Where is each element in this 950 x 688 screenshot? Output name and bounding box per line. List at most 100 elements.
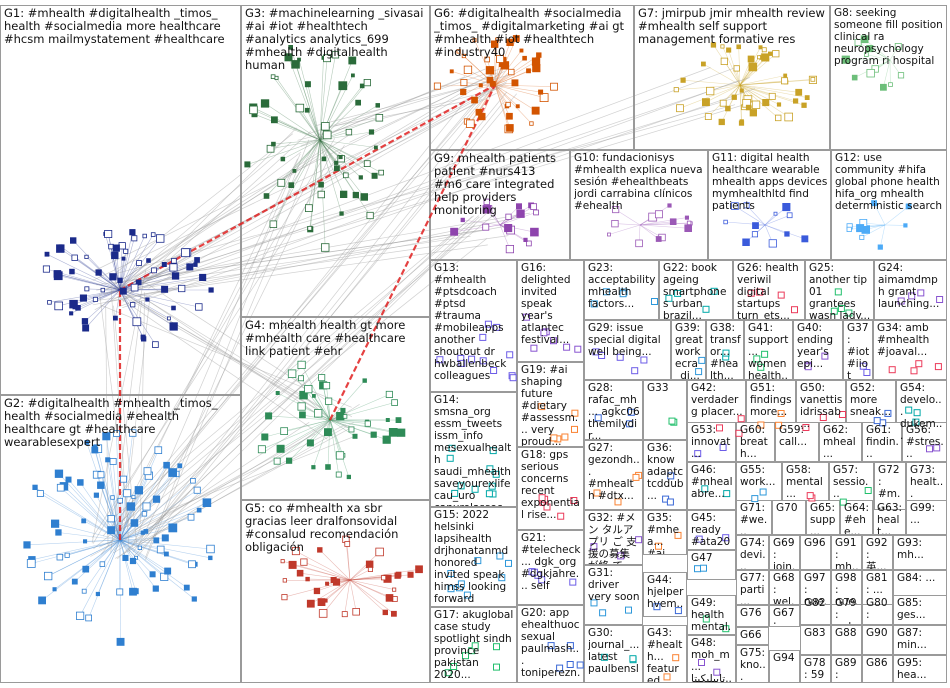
group-g88: G88 [831,625,862,655]
group-label: G75: kno... [740,647,766,683]
group-label: G81: ... [866,572,890,596]
group-g77: G77: parti... [736,570,769,605]
group-label: G77: parti... [740,572,766,605]
group-g13: G13: #mhealth #ptsdcoach #ptsd #trauma #… [430,260,517,392]
group-g86: G86 [862,655,893,683]
group-g46: G46: #mheal abre... [687,462,736,510]
group-g29: G29: issue special digital well being... [584,320,671,380]
group-g26: G26: health veriwil digital startups tur… [733,260,805,320]
group-label: G74: devi... [740,537,766,570]
group-g78: G78: 59 7... [800,655,831,683]
group-label: G28: rafac_mh... agkc06 themilydir... [588,382,640,440]
group-g39: G39: great work ecra_di... [671,320,706,380]
group-g96: G96 [800,535,831,570]
group-g80: G80: peo... [862,595,893,625]
group-label: G49: health mental... [691,597,733,635]
group-label: G1: #mhealth #digitalhealth _timos_ heal… [4,7,238,46]
group-label: G70 [776,502,803,514]
group-g36: G36: know adaptc tcddub... [643,440,687,510]
group-label: G57: sessio... [833,464,871,500]
group-g14: G14: smsna_org essm_tweets issm_info mes… [430,392,517,507]
group-g66: G66 [736,627,769,645]
group-label: G39: great work ecra_di... [675,322,703,380]
group-g6: G6: #digitalhealth #socialmedia _timos_ … [430,5,634,150]
group-g10: G10: fundacionisys #mhealth explica nuev… [570,150,708,260]
group-g72: G72: #m... [874,462,906,510]
group-g31: G31: driver very soon [584,565,643,625]
group-label: G31: driver very soon [588,567,640,603]
group-g4: G4: mhealth health gt more #mhealth care… [241,317,430,500]
group-label: G13: #mhealth #ptsdcoach #ptsd #trauma #… [434,262,514,382]
group-label: G27: gezondh... #mhealth #dtx... [588,442,640,502]
group-g40: G40: ending year's epi... [793,320,843,380]
group-g76: G76 [736,605,769,627]
group-g74: G74: devi... [736,535,769,570]
group-g53: G53: innovat... core... [687,422,736,462]
group-label: G10: fundacionisys #mhealth explica nuev… [574,152,705,212]
group-label: G35: #mhea... #ai turn phone... [647,512,684,555]
group-label: G45: ready #ata20... [691,512,733,550]
group-label: G59: call... [779,424,816,448]
group-g89: G89: dis... [831,655,862,683]
group-g34: G34: amb #mhealth #joaval... [873,320,947,380]
group-label: G16: delighted invited speak year's atla… [521,262,581,346]
group-label: G30: journal_... latest paulbensl... [588,627,640,683]
group-label: G78: 59 7... [804,657,828,683]
group-label: G15: 2022 helsinki lapsihealth drjhonata… [434,509,514,605]
group-label: G71: #we... [740,502,769,535]
group-label: G83 [804,627,828,639]
group-g1: G1: #mhealth #digitalhealth _timos_ heal… [0,5,241,395]
group-label: G38: transfor... #health... tum_ets... [710,322,741,380]
group-label: G88 [835,627,859,639]
group-label: G64: #ehe... [844,502,870,535]
group-label: G11: digital health healthcare wearable … [712,152,828,212]
group-label: G97: nue... [804,572,828,605]
group-label: G37: #iot #iiot #health... #digitalt... [847,322,870,380]
group-g62: G62: mheal... [819,422,862,462]
group-label: G73: healt... [910,464,944,500]
group-g49: G49: health mental... [687,595,736,635]
group-label: G14: smsna_org essm_tweets issm_info mes… [434,394,514,507]
group-label: G22: book ageing smartphones urban brazi… [663,262,730,320]
group-g99: G99: ... [906,500,947,535]
group-label: G18: gps serious concerns recent exponen… [521,449,581,521]
group-g11: G11: digital health healthcare wearable … [708,150,831,260]
group-g43: G43: #health... featured latest... [643,625,687,683]
group-g32: G32: #メン タルアプリ ご 支援の募集 が終 て い... [584,510,643,565]
group-g75: G75: kno... [736,645,769,683]
group-g16: G16: delighted invited speak year's atla… [517,260,584,362]
group-label: G69: join... [773,537,797,570]
group-g19: G19: #ai shaping future #dietary #assess… [517,362,584,447]
group-label: G98: nue... [835,572,859,605]
group-g91: G91: mh... [831,535,862,570]
group-label: G92: 英... [866,537,890,570]
group-label: G72: #m... [878,464,903,510]
group-label: G25: another tip 01 grantees wasn lady..… [809,262,871,320]
group-g5: G5: co #mhealth xa sbr gracias leer dral… [241,500,430,683]
group-label: G95: hea... [897,657,944,681]
group-g59: G59: call... [775,422,819,462]
group-label: G21: #telecheck... dgk_org #dgkjahre... … [521,532,581,592]
group-g22: G22: book ageing smartphones urban brazi… [659,260,733,320]
group-label: G60: breath... [740,424,772,460]
group-g48: G48: moh_m... ﺗﺎﺑﺒﻠﯿﻜﯿﺘﺎ... [687,635,736,683]
group-g12: G12: use community #hifa global phone he… [831,150,947,260]
group-label: G47 [691,552,733,564]
group-g47: G47 [687,550,736,580]
group-g93: G93: mh... [893,535,947,570]
group-g27: G27: gezondh... #mhealth #dtx... [584,440,643,510]
group-g24: G24: aimamdmph grant launching... [874,260,947,320]
group-g44: G44: hjelper hvem... [643,572,687,617]
group-label: G34: amb #mhealth #joaval... [877,322,944,358]
group-g85: G85: ges... [893,595,947,625]
group-g60: G60: breath... [736,422,775,462]
group-label: G50: vanettis idrissab... [800,382,843,430]
group-g71: G71: #we... [736,500,772,535]
group-label: G48: moh_m... ﺗﺎﺑﺒﻠﯿﻜﯿﺘﺎ... [691,637,733,683]
group-g15: G15: 2022 helsinki lapsihealth drjhonata… [430,507,517,607]
group-label: G44: hjelper hvem... [647,574,684,617]
group-label: G67: usc... [773,607,797,627]
group-g3: G3: #machinelearning _sivasai #ai #iot #… [241,5,430,317]
group-g37: G37: #iot #iiot #health... #digitalt... [843,320,873,380]
